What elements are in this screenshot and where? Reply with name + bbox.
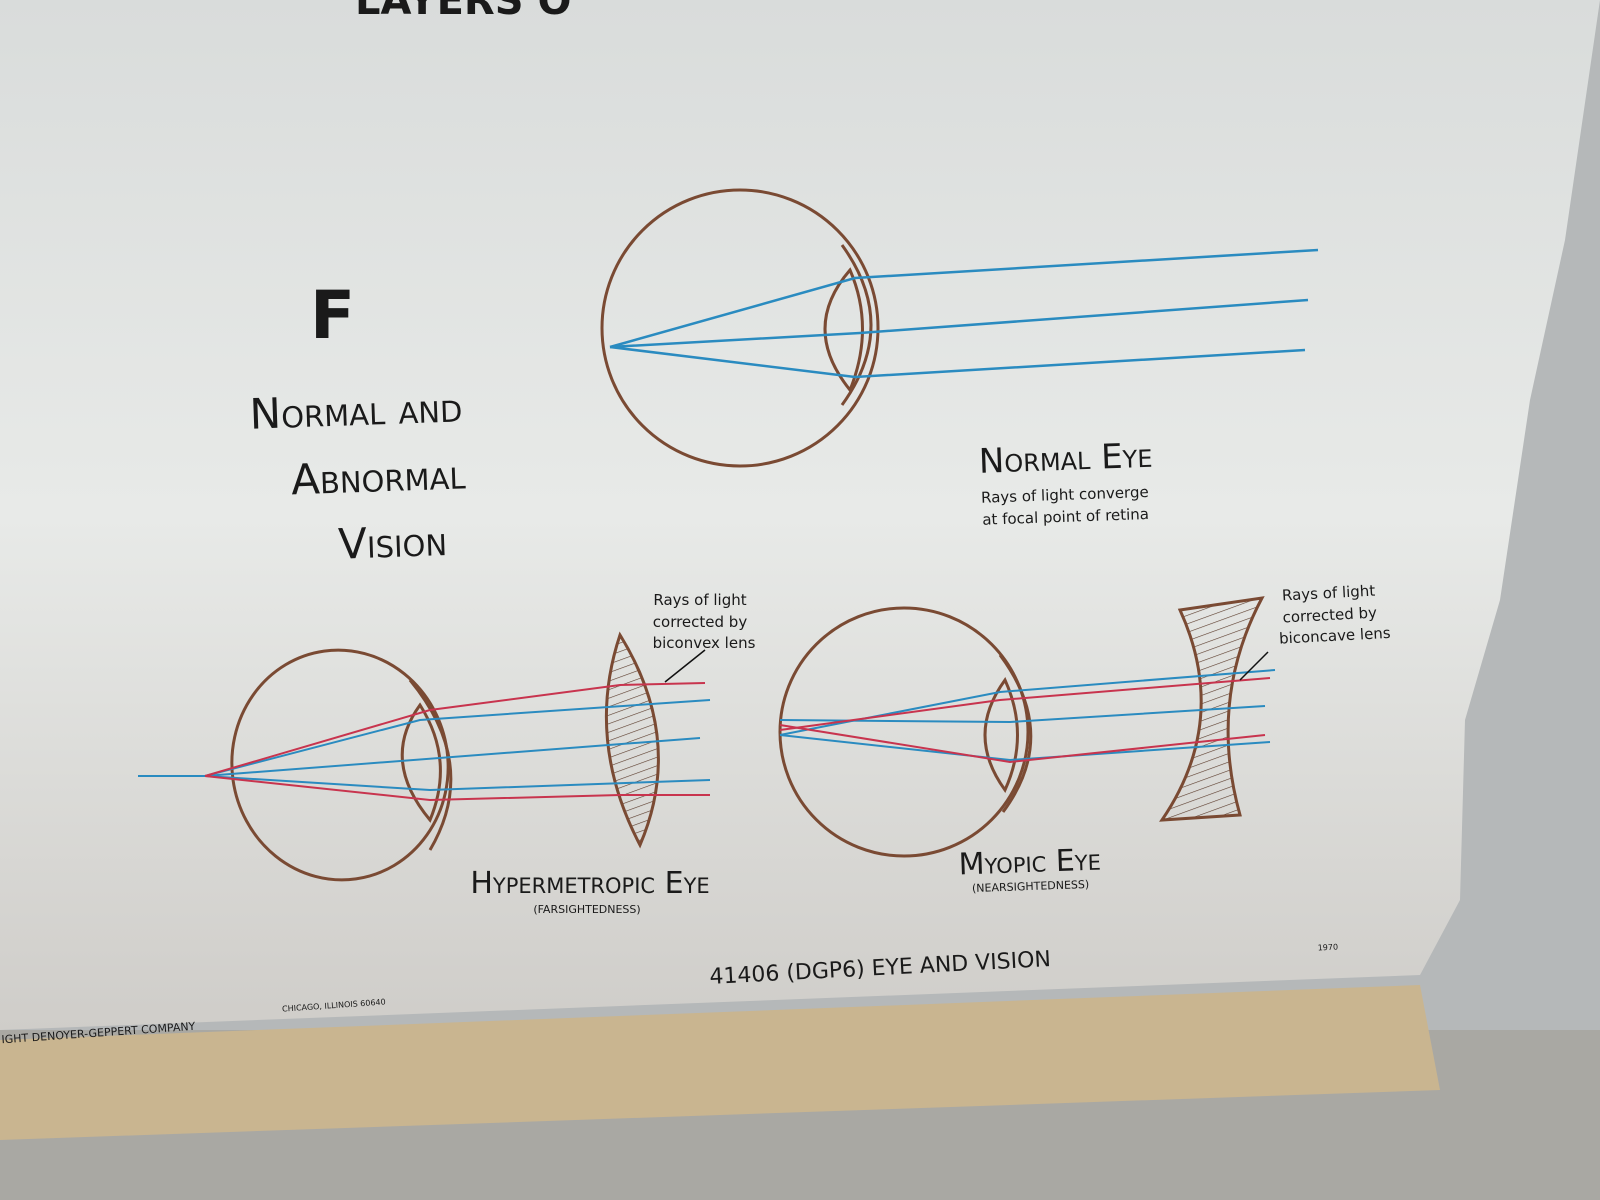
myopic-note-2: corrected by bbox=[1282, 604, 1377, 627]
myopic-note-3: biconcave lens bbox=[1279, 624, 1392, 648]
myopic-eye-title: Myopic Eye bbox=[958, 843, 1101, 883]
title-line-2: Abnormal bbox=[290, 449, 466, 504]
top-cut-title: LAYERS O bbox=[355, 0, 571, 24]
normal-eye-caption-2: at focal point of retina bbox=[982, 505, 1149, 529]
myopic-note-1: Rays of light bbox=[1282, 582, 1376, 605]
poster-roller bbox=[0, 985, 1440, 1140]
hyper-note-3: biconvex lens bbox=[653, 634, 756, 652]
poster-paper bbox=[0, 0, 1600, 1030]
hypermetropic-eye-diagram bbox=[138, 631, 711, 882]
normal-eye-caption-1: Rays of light converge bbox=[981, 483, 1149, 507]
hyper-note-1: Rays of light bbox=[653, 591, 746, 609]
normal-eye-title: Normal Eye bbox=[978, 436, 1153, 482]
myopic-eye-diagram bbox=[778, 596, 1276, 858]
footer-year: 1970 bbox=[1317, 942, 1338, 952]
hypermetropic-eye-subtitle: (FARSIGHTEDNESS) bbox=[533, 903, 640, 916]
title-line-1: Normal and bbox=[249, 382, 463, 438]
hypermetropic-eye-title: Hypermetropic Eye bbox=[470, 866, 709, 901]
normal-eye-diagram bbox=[600, 188, 1319, 468]
myopic-eye-subtitle: (NEARSIGHTEDNESS) bbox=[972, 878, 1090, 895]
section-letter: F bbox=[310, 277, 355, 354]
hyper-note-2: corrected by bbox=[653, 613, 748, 631]
title-line-3: Vision bbox=[337, 516, 447, 569]
